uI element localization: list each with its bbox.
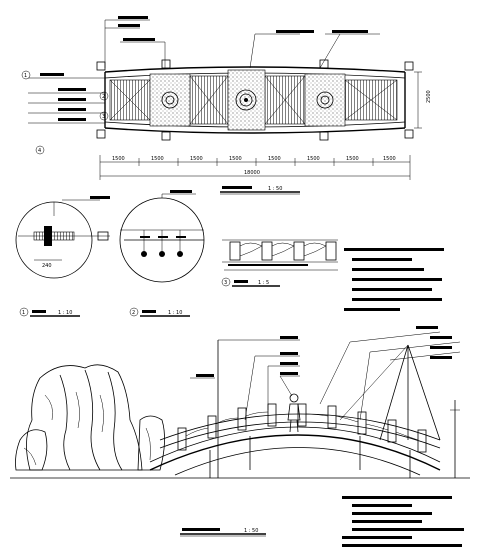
elevation-scale: 1 : 50 bbox=[244, 528, 258, 534]
axis-markers: 1 2 3 4 bbox=[21, 70, 109, 155]
detail-a-scale: 1 : 10 bbox=[58, 310, 72, 316]
arch-bridge bbox=[10, 403, 470, 479]
segment-dim: 1500 bbox=[346, 156, 359, 162]
axis-label: 2 bbox=[102, 94, 105, 100]
segment-dim: 1500 bbox=[190, 156, 203, 162]
segment-dim: 1500 bbox=[268, 156, 281, 162]
detail-a: 240 1 1 : 10 bbox=[15, 196, 110, 317]
detail-a-dim: 240 bbox=[42, 263, 52, 269]
total-dim: 18000 bbox=[244, 170, 260, 176]
rock-pile bbox=[15, 364, 165, 471]
plan-left-leaders bbox=[28, 73, 105, 124]
detail-b-scale: 1 : 10 bbox=[168, 310, 182, 316]
design-notes-lower bbox=[342, 496, 464, 547]
segment-dim: 1500 bbox=[383, 156, 396, 162]
segment-dim: 1500 bbox=[229, 156, 242, 162]
human-figure bbox=[287, 393, 301, 433]
detail-c-marker: 3 bbox=[224, 280, 227, 286]
axis-label: 3 bbox=[102, 114, 105, 120]
plan-dimension-chain: 1500 1500 1500 1500 1500 1500 1500 1500 … bbox=[99, 155, 411, 180]
detail-a-marker: 1 bbox=[22, 310, 25, 316]
elevation-leaders bbox=[190, 326, 461, 421]
segment-dim: 1500 bbox=[112, 156, 125, 162]
bridge-plan-view: 1 2 3 4 bbox=[21, 16, 432, 195]
bridge-deck-plan bbox=[96, 59, 414, 141]
plan-scale: 1 : 50 bbox=[268, 186, 282, 192]
plan-width-dimension: 2500 bbox=[414, 71, 432, 129]
segment-dim: 1500 bbox=[307, 156, 320, 162]
detail-c-scale: 1 : 5 bbox=[258, 280, 269, 286]
plan-top-leaders bbox=[104, 16, 380, 69]
axis-label: 1 bbox=[24, 73, 27, 79]
elevation-title: 1 : 50 bbox=[180, 528, 266, 537]
detail-b: 2 1 : 10 bbox=[119, 190, 205, 317]
segment-dim: 1500 bbox=[151, 156, 164, 162]
detail-c: 3 1 : 5 bbox=[221, 239, 338, 287]
width-dim-text: 2500 bbox=[426, 90, 432, 103]
support-cables bbox=[217, 340, 460, 478]
axis-label: 4 bbox=[38, 148, 41, 154]
detail-b-marker: 2 bbox=[132, 310, 135, 316]
plan-title: 1 : 50 bbox=[220, 186, 300, 195]
design-notes-upper bbox=[344, 248, 444, 311]
bridge-elevation: 1 : 50 bbox=[10, 326, 470, 537]
